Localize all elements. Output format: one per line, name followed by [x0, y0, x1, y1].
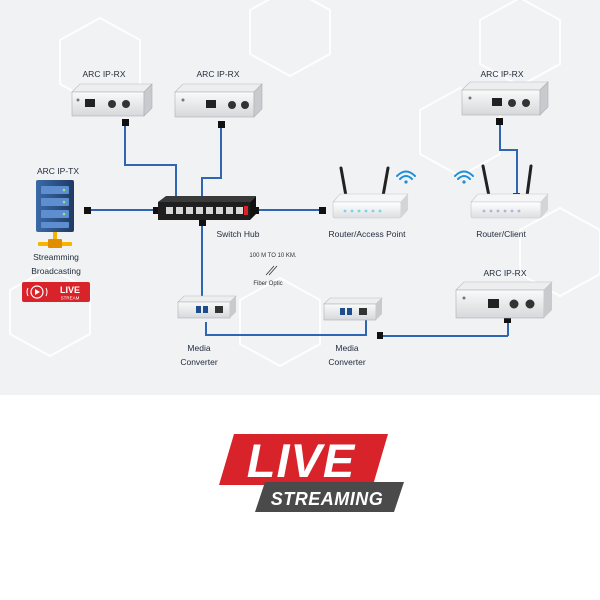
label-arc-ip-rx-top-left: ARC IP-RX: [82, 69, 126, 79]
media-converter-device-left: [177, 295, 237, 319]
link-rx1-switch: [124, 123, 177, 200]
label-arc-ip-rx-top-right: ARC IP-RX: [480, 69, 524, 79]
label-media-converter-mid-2: Converter: [328, 357, 366, 367]
logo-streaming-text: STREAMING: [271, 489, 384, 509]
router-client-device: [470, 164, 549, 219]
media-converter-device-mid: [323, 297, 383, 321]
live-streaming-logo: LIVE STREAMING: [219, 434, 404, 512]
connection-lines: [90, 121, 518, 337]
badge-stream-text: STREAM: [61, 296, 80, 301]
link-rx3-router2: [499, 121, 518, 195]
label-media-converter-left-2: Converter: [180, 357, 218, 367]
badge-live-text: LIVE: [60, 285, 80, 295]
wifi-icon: [454, 170, 474, 184]
arc-ip-rx-device-top-mid: [174, 83, 263, 118]
arc-ip-rx-device-top-left: [71, 83, 153, 117]
hexagon-pattern: [9, 0, 600, 368]
label-router-access-point: Router/Access Point: [328, 229, 406, 239]
wifi-icon: [396, 170, 416, 184]
label-media-converter-mid-1: Media: [335, 343, 359, 353]
link-mc1-mc2: [205, 314, 367, 336]
label-arc-ip-rx-bottom-right: ARC IP-RX: [483, 268, 527, 278]
label-fiber-optic: Fiber Optic: [253, 281, 283, 287]
label-arc-ip-rx-top-mid: ARC IP-RX: [196, 69, 240, 79]
link-rx2-switch: [201, 125, 222, 200]
arc-ip-rx-device-bottom-right: [455, 281, 553, 319]
router-access-point-device: [332, 166, 409, 219]
server-icon: [36, 180, 74, 248]
label-fiber-distance: 100 M TO 10 KM.: [249, 253, 297, 259]
label-router-client: Router/Client: [476, 229, 526, 239]
connectors: [84, 118, 520, 339]
label-streamming: Streamming: [33, 252, 79, 262]
fiber-optic-mark: [265, 265, 278, 276]
label-switch-hub: Switch Hub: [216, 229, 260, 239]
live-stream-badge: LIVE STREAM: [22, 282, 90, 302]
network-diagram: LIVE STREAM: [9, 0, 600, 368]
switch-hub-device: [158, 196, 256, 220]
label-broadcasting: Broadcasting: [31, 266, 81, 276]
label-media-converter-left-1: Media: [187, 343, 211, 353]
label-arc-ip-tx: ARC IP-TX: [36, 166, 80, 176]
logo-live-text: LIVE: [247, 434, 356, 487]
arc-ip-rx-device-top-right: [461, 81, 549, 116]
